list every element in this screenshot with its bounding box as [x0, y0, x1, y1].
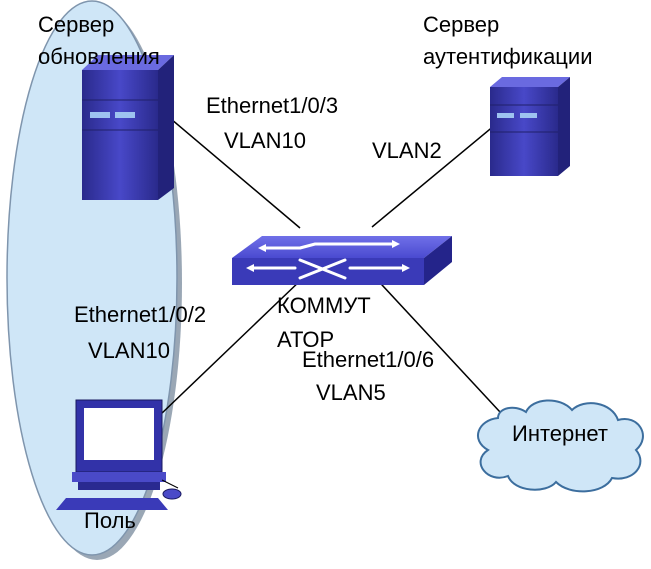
update-server-label-line2: обновления: [38, 44, 160, 69]
internet-port-label: Ethernet1/0/6: [302, 347, 435, 372]
internet-vlan-label: VLAN5: [316, 380, 386, 405]
update-port-label: Ethernet1/0/3: [206, 93, 339, 118]
user-vlan-label: VLAN10: [88, 338, 170, 363]
link-user-pc: [159, 277, 304, 416]
internet-cloud-icon: [476, 399, 644, 493]
link-update-server: [157, 107, 301, 229]
update-server-label-line1: Сервер: [38, 12, 115, 37]
connection-lines: [157, 107, 501, 416]
auth-server-label-line2: аутентификации: [423, 44, 593, 69]
user-pc-label: Поль: [84, 508, 136, 533]
auth-server-icon: [490, 77, 570, 176]
link-auth-server: [371, 124, 496, 228]
update-vlan-label: VLAN10: [224, 128, 306, 153]
auth-vlan-label: VLAN2: [372, 138, 442, 163]
switch-icon: [232, 236, 452, 285]
user-pc-icon: [56, 399, 182, 510]
user-port-label: Ethernet1/0/2: [74, 302, 207, 327]
internet-label: Интернет: [512, 421, 608, 446]
link-internet: [369, 271, 501, 413]
update-server-icon: [82, 55, 174, 200]
switch-label-line1: КОММУТ: [277, 293, 371, 318]
switch-label-line2: АТОР: [277, 327, 335, 352]
auth-server-label-line1: Сервер: [423, 12, 500, 37]
